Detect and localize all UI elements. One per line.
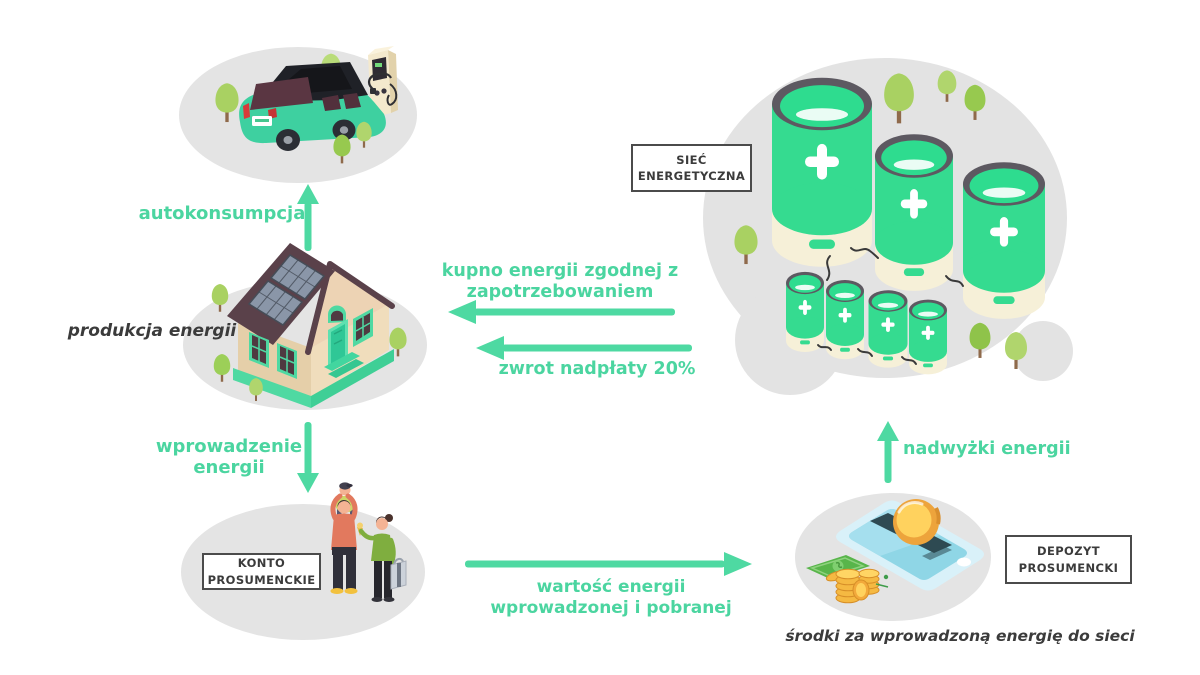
coin-stacks-icon	[825, 568, 889, 604]
label-kupno-energii: kupno energii zgodnej z zapotrzebowaniem	[441, 261, 679, 302]
arrow-up-nadwyzki	[877, 421, 899, 483]
battery-wires	[817, 247, 964, 365]
mother-figure	[357, 514, 407, 602]
arrow-up-autokonsumpcja	[297, 184, 319, 251]
flow-arrows	[297, 184, 899, 576]
arrow-left-zwrot	[476, 336, 692, 360]
caption-srodki-za-energie: środki za wprowadzoną energię do sieci	[785, 627, 1135, 645]
smartphone	[836, 500, 984, 591]
label-autokonsumpcja: autokonsumpcja	[138, 203, 306, 224]
smartphone-with-coins-icon	[795, 493, 991, 621]
arrow-left-kupno	[448, 300, 675, 324]
solar-house	[227, 243, 395, 408]
coin-inserted-icon	[893, 499, 941, 545]
house-with-solar-panels-icon	[183, 243, 427, 410]
caption-produkcja-energii: produkcja energii	[67, 321, 237, 341]
box-depozyt-prosumencki: DEPOZYT PROSUMENCKI	[1005, 535, 1132, 584]
home-button	[957, 557, 971, 567]
box-siec-energetyczna: SIEĆ ENERGETYCZNA	[631, 144, 752, 192]
arrow-down-wprowadzenie	[297, 422, 319, 493]
label-nadwyzki-energii: nadwyżki energii	[903, 439, 1071, 459]
electric-car	[239, 62, 386, 151]
label-wartosc-energii: wartość energii wprowadzonej i pobranej	[490, 577, 732, 618]
banknote-icon	[806, 555, 870, 579]
label-wprowadzenie-energii: wprowadzenie energii	[155, 436, 303, 478]
electric-car-charging-icon	[179, 46, 417, 183]
energy-grid-batteries-icon	[703, 58, 1073, 395]
solar-panels	[247, 254, 326, 326]
arrow-right-wartosc	[465, 552, 752, 576]
box-konto-prosumenckie: KONTO PROSUMENCKIE	[202, 553, 321, 590]
charging-cable	[368, 72, 392, 91]
charging-station-icon	[368, 46, 398, 118]
label-zwrot-nadplaty: zwrot nadpłaty 20%	[498, 359, 696, 379]
father-figure	[330, 482, 358, 594]
